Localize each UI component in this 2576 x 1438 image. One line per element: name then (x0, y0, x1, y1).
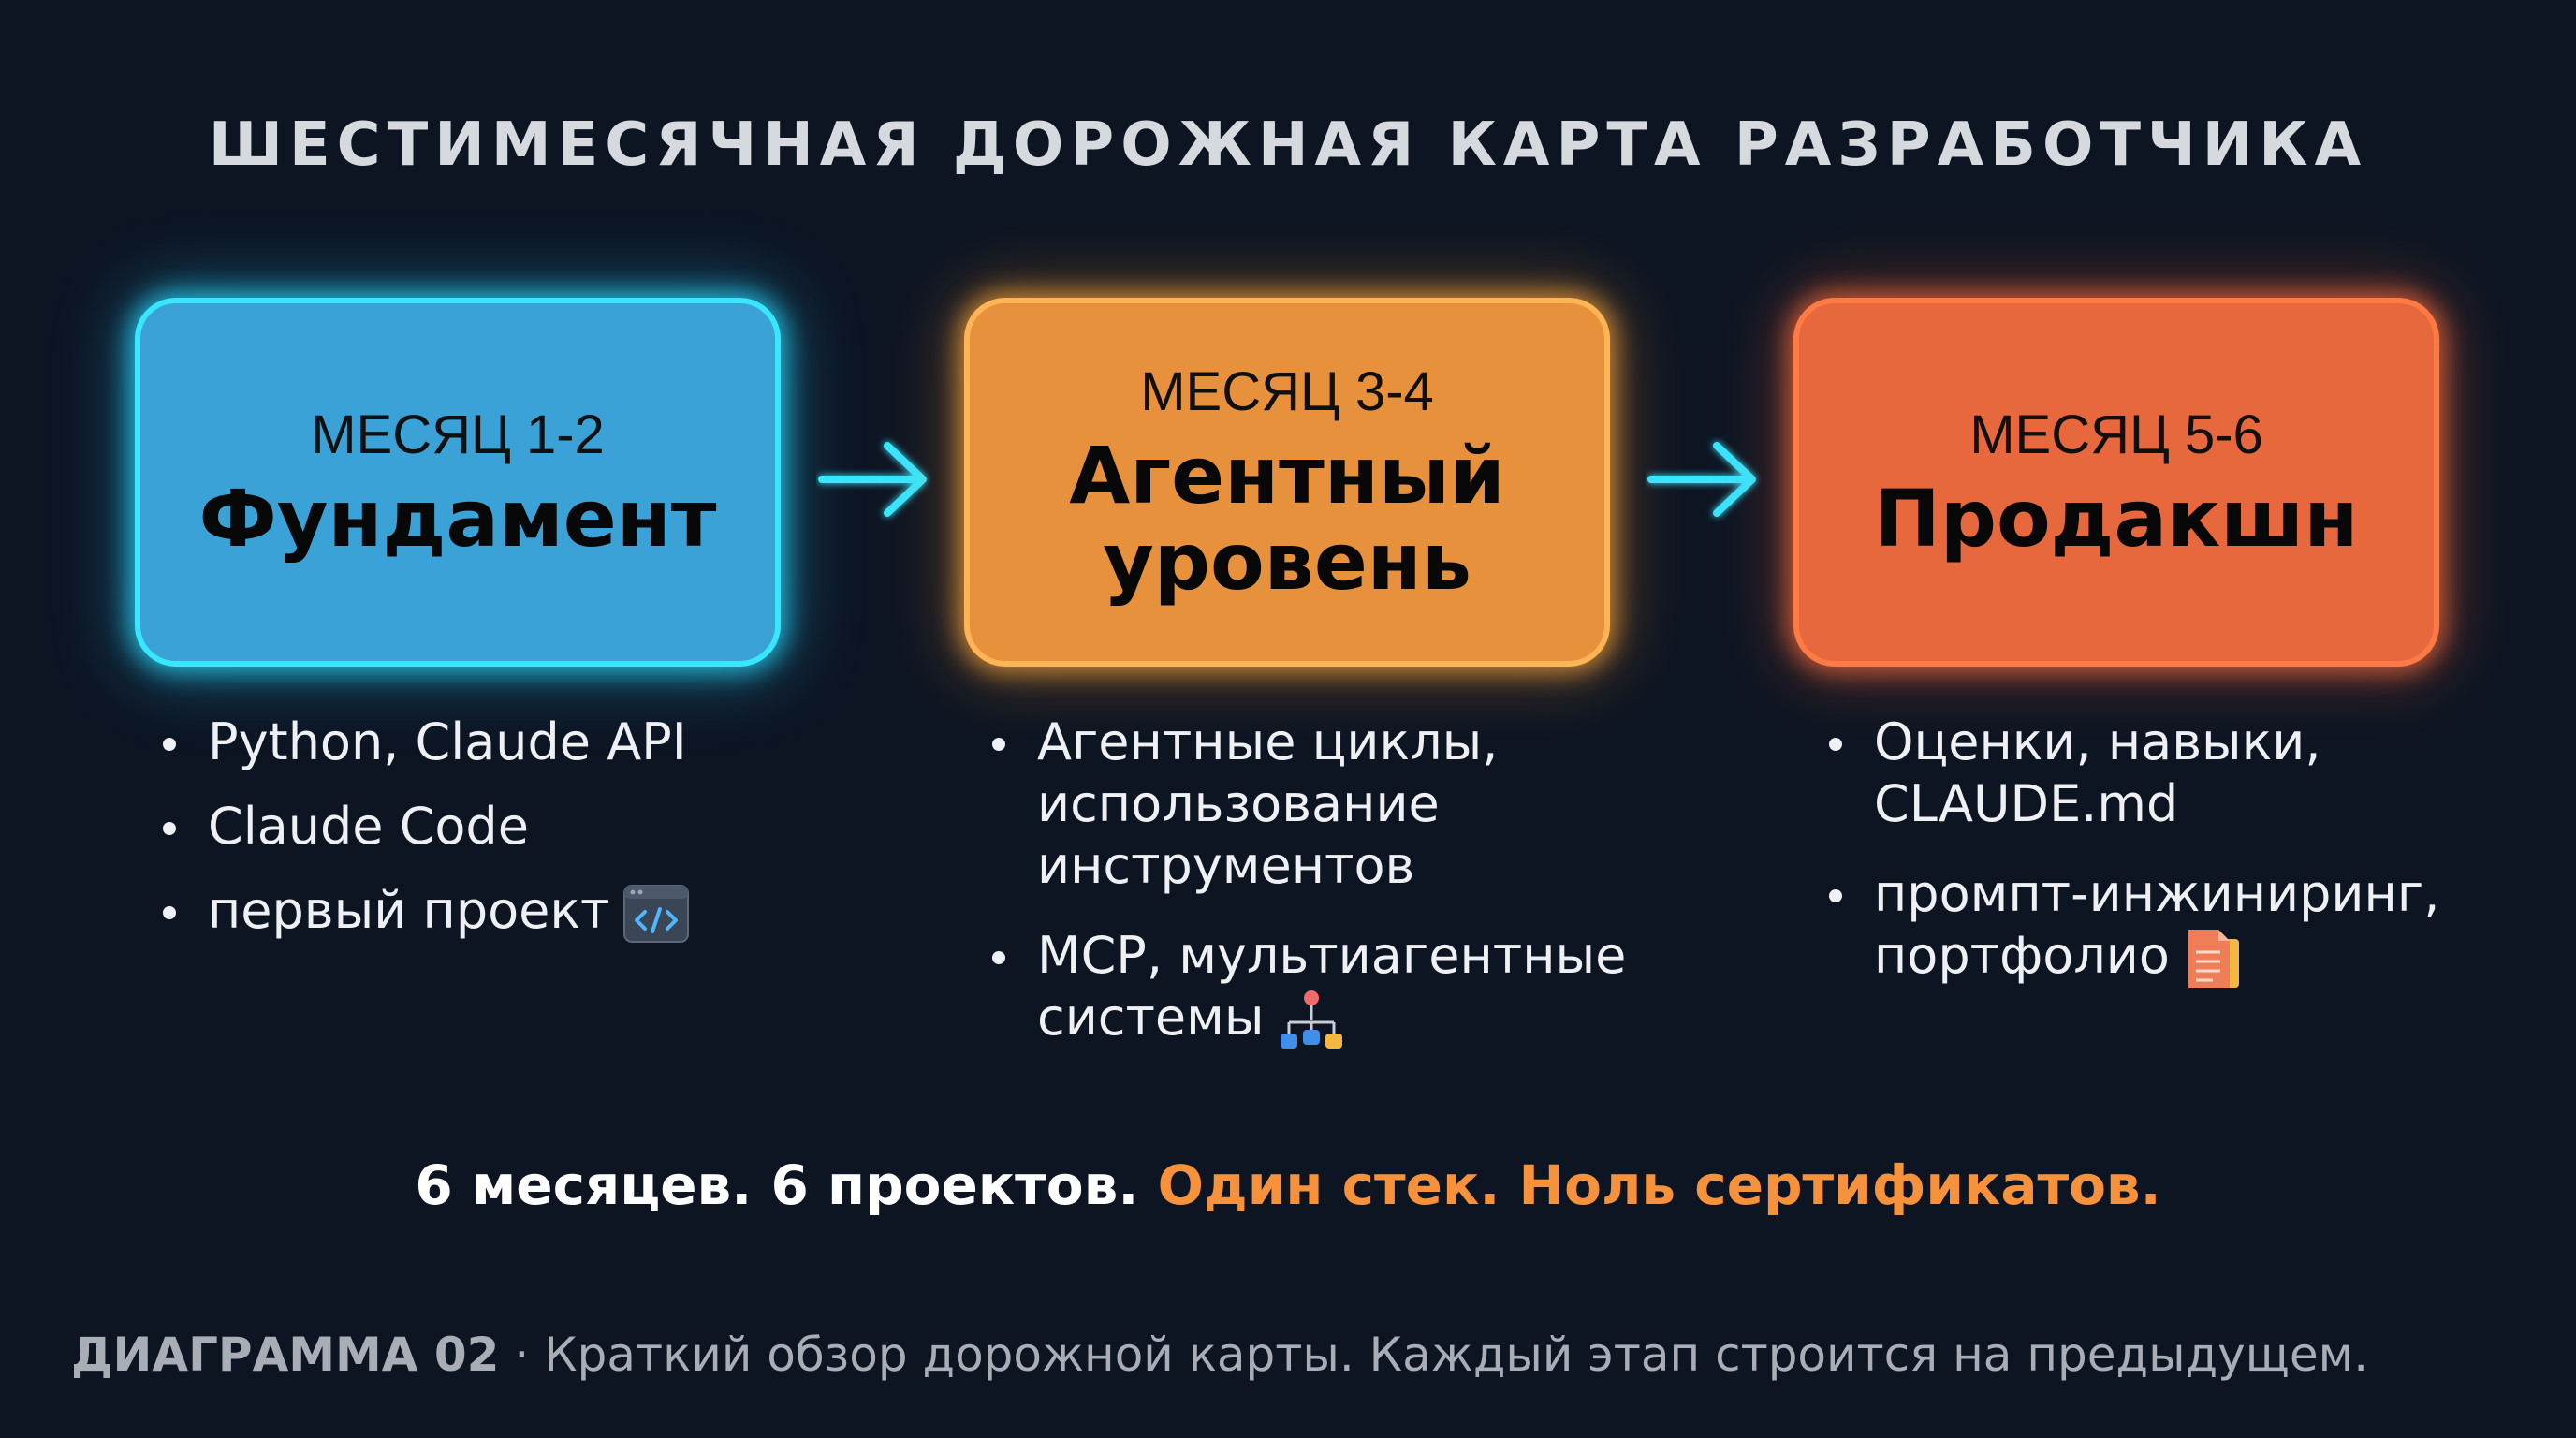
network-hierarchy-icon (1280, 990, 1342, 1049)
tagline-orange: Один стек. Ноль сертификатов. (1157, 1153, 2161, 1217)
caption-label: ДИАГРАММА 02 (71, 1328, 500, 1382)
list-item: Claude Code (159, 796, 739, 858)
figure-caption: ДИАГРАММА 02 · Краткий обзор дорожной ка… (71, 1328, 2368, 1382)
stage-card-month-3-4: МЕСЯЦ 3-4 Агентный уровень (964, 298, 1610, 667)
list-item: промпт-инжиниринг, портфолио (1825, 863, 2537, 991)
stage-period: МЕСЯЦ 1-2 (311, 404, 605, 465)
arrow-right-icon (1647, 442, 1756, 517)
stage-period: МЕСЯЦ 5-6 (1969, 404, 2263, 465)
caption-text: Краткий обзор дорожной карты. Каждый эта… (544, 1328, 2369, 1382)
stage-name: Продакшн (1874, 472, 2359, 565)
stage-name-line-2: уровень (1103, 515, 1471, 608)
stage-period: МЕСЯЦ 3-4 (1140, 360, 1434, 422)
list-item: Агентные циклы, использование инструмент… (988, 712, 1719, 897)
stage-card-month-1-2: МЕСЯЦ 1-2 Фундамент (135, 298, 781, 667)
caption-separator: · (499, 1328, 545, 1382)
tagline-white: 6 месяцев. 6 проектов. (415, 1153, 1139, 1217)
stage-2-items: Агентные циклы, использование инструмент… (988, 712, 1719, 1080)
arrow-right-icon (818, 442, 927, 517)
stage-card-month-5-6: МЕСЯЦ 5-6 Продакшн (1793, 298, 2439, 667)
stage-3-items: Оценки, навыки, CLAUDE.md промпт-инжинир… (1825, 712, 2537, 1020)
code-window-icon (623, 885, 690, 944)
list-item: Python, Claude API (159, 712, 739, 773)
stage-name: Фундамент (198, 472, 717, 565)
document-icon (2188, 930, 2239, 989)
stage-1-items: Python, Claude API Claude Code первый пр… (159, 712, 739, 966)
list-item: первый проект (159, 880, 739, 944)
tagline: 6 месяцев. 6 проектов. Один стек. Ноль с… (0, 1153, 2576, 1217)
stage-name-line-1: Агентный (1069, 429, 1505, 521)
list-item: Оценки, навыки, CLAUDE.md (1825, 712, 2537, 835)
page-title: ШЕСТИМЕСЯЧНАЯ ДОРОЖНАЯ КАРТА РАЗРАБОТЧИК… (208, 110, 2368, 180)
list-item: MCP, мультиагентные системы (988, 925, 1719, 1052)
